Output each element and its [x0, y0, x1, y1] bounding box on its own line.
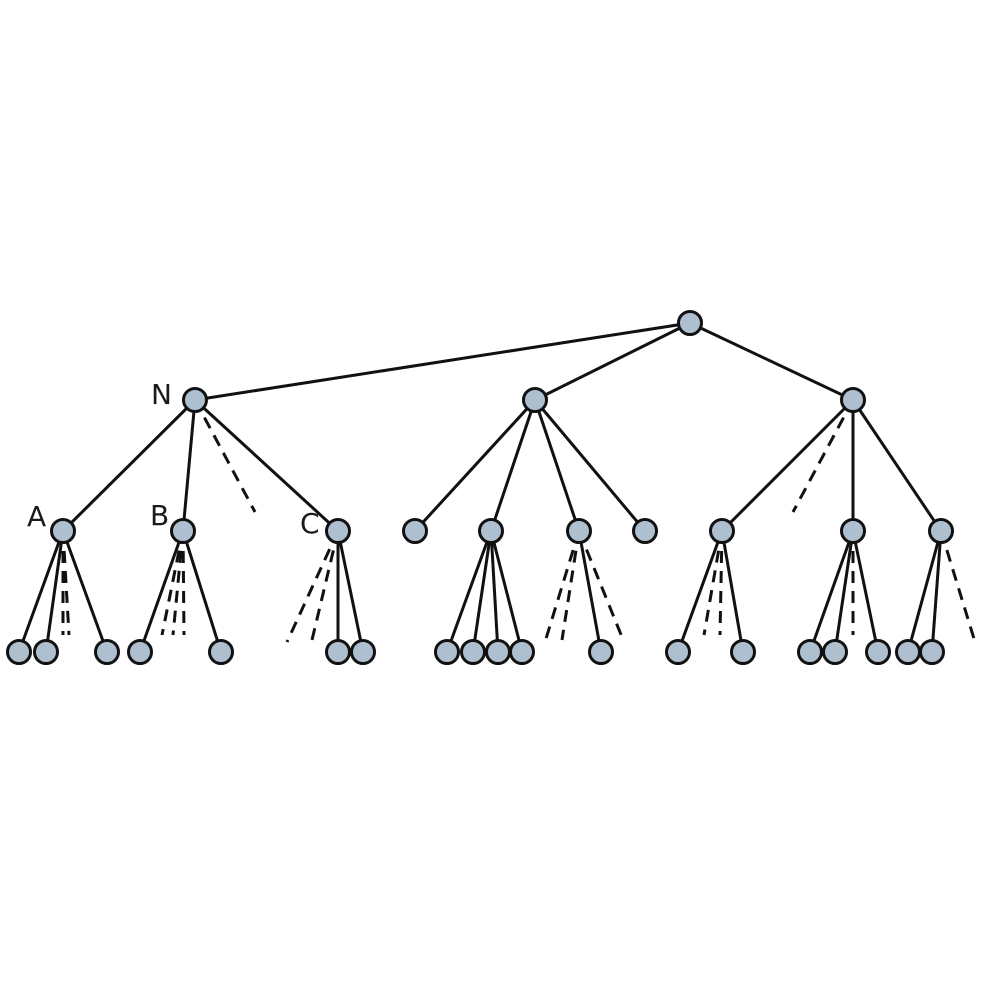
tree-node-r2c [865, 639, 891, 665]
tree-edge [676, 530, 724, 653]
tree-node-r2a [797, 639, 823, 665]
tree-node-r3 [928, 518, 954, 544]
tree-edge [181, 399, 197, 532]
tree-node-a2 [33, 639, 59, 665]
tree-node-m3a [588, 639, 614, 665]
tree-edge [851, 530, 880, 653]
tree-node-a3 [94, 639, 120, 665]
nodes-layer [6, 310, 954, 665]
tree-node-c1 [325, 639, 351, 665]
tree-node-a1 [6, 639, 32, 665]
tree-node-a [50, 518, 76, 544]
tree-node-m1 [402, 518, 428, 544]
tree-edge [44, 530, 65, 653]
tree-edge [808, 530, 855, 653]
tree-edge [930, 530, 943, 653]
tree-edge [720, 530, 745, 653]
tree-node-root [677, 310, 703, 336]
tree-node-r1 [709, 518, 735, 544]
tree-edge-dashed [560, 530, 581, 641]
tree-edge [533, 399, 581, 532]
tree-edge [489, 530, 524, 653]
tree-node-m2c [485, 639, 511, 665]
tree-edge [720, 398, 855, 533]
tree-edge-dashed [718, 530, 724, 636]
tree-node-r2 [840, 518, 866, 544]
tree-node-b1 [127, 639, 153, 665]
tree-node-r1a [665, 639, 691, 665]
tree-node-c [325, 518, 351, 544]
tree-edge [17, 530, 65, 653]
tree-edge-dashed [791, 399, 855, 513]
tree-node-b [170, 518, 196, 544]
tree-edge [61, 398, 197, 533]
tree-edge-dashed [171, 530, 185, 636]
tree-edge-dashed [160, 530, 185, 636]
node-label-b: B [150, 499, 169, 532]
node-label-n: N [151, 378, 172, 411]
tree-edge-dashed [285, 530, 340, 643]
tree-edge-dashed [181, 530, 186, 636]
tree-edge-dashed [577, 530, 626, 643]
tree-edge-dashed [939, 530, 977, 643]
tree-edge [489, 399, 537, 532]
tree-edge [906, 530, 943, 653]
tree-node-r2b [822, 639, 848, 665]
tree-edge [534, 321, 691, 402]
tree-edge [336, 530, 365, 653]
tree-edge-dashed [702, 530, 724, 636]
tree-edge-dashed [193, 399, 257, 513]
tree-node-m2a [434, 639, 460, 665]
node-label-a: A [27, 500, 46, 533]
tree-node-n [182, 387, 208, 413]
tree-edge [138, 530, 185, 653]
tree-edge [471, 530, 493, 653]
node-label-c: C [300, 507, 320, 540]
tree-edge [533, 399, 647, 532]
tree-node-b2 [208, 639, 234, 665]
tree-node-m [522, 387, 548, 413]
tree-edge [577, 530, 603, 653]
tree-node-m2d [509, 639, 535, 665]
tree-edge [61, 530, 109, 653]
tree-edge [851, 399, 943, 532]
tree-node-r3b [919, 639, 945, 665]
tree-node-m2b [460, 639, 486, 665]
tree-edge-dashed [543, 530, 581, 643]
tree-node-r [840, 387, 866, 413]
tree-node-r3a [895, 639, 921, 665]
tree-node-r1b [730, 639, 756, 665]
tree-node-m4 [632, 518, 658, 544]
tree-edge [194, 321, 691, 402]
tree-node-c2 [350, 639, 376, 665]
tree-edge-dashed [310, 530, 340, 641]
edges-layer [17, 321, 977, 653]
tree-node-m2 [478, 518, 504, 544]
tree-edge [413, 398, 537, 533]
tree-edge-dashed [61, 530, 71, 636]
labels-layer: N A B C [27, 378, 320, 540]
tree-edge [181, 530, 223, 653]
tree-edge [489, 530, 500, 653]
tree-edge [193, 398, 340, 533]
tree-edge [689, 321, 854, 402]
tree-node-m3 [566, 518, 592, 544]
tree-edge [833, 530, 855, 653]
tree-edge [445, 530, 493, 653]
